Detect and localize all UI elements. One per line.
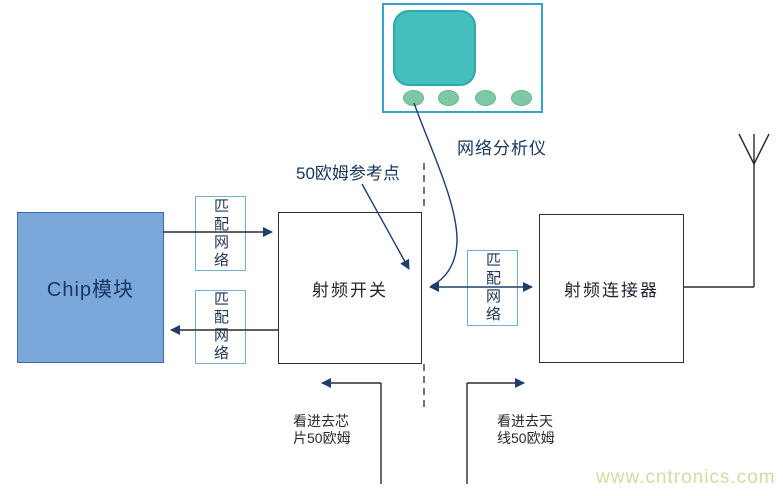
analyzer-button-icon <box>403 90 424 106</box>
rf-switch-box: 射频开关 <box>278 212 422 364</box>
antenna-icon <box>683 133 770 288</box>
matching-network-label: 匹配网络 <box>212 197 229 270</box>
chip-module-box: Chip模块 <box>17 212 164 363</box>
look-into-chip-label: 看进去芯片50欧姆 <box>293 413 351 446</box>
chip-module-label: Chip模块 <box>46 279 135 301</box>
look-into-antenna-label: 看进去天线50欧姆 <box>497 413 555 446</box>
network-analyzer <box>382 3 543 113</box>
analyzer-button-icon <box>511 90 532 106</box>
matching-network-box-right: 匹配网络 <box>467 250 518 326</box>
analyzer-screen-icon <box>393 10 476 86</box>
rf-connector-label: 射频连接器 <box>564 281 659 300</box>
analyzer-button-icon <box>475 90 496 106</box>
matching-network-label: 匹配网络 <box>212 291 229 363</box>
matching-network-box-top: 匹配网络 <box>195 196 246 271</box>
antenna-arm-left <box>738 133 755 165</box>
rf-switch-label: 射频开关 <box>312 280 388 300</box>
antenna-arm-right <box>753 133 770 165</box>
network-analyzer-label: 网络分析仪 <box>457 139 547 158</box>
reference-point-label: 50欧姆参考点 <box>296 164 400 183</box>
analyzer-button-icon <box>438 90 459 106</box>
matching-network-label: 匹配网络 <box>484 252 501 324</box>
rf-connector-box: 射频连接器 <box>539 214 684 363</box>
watermark: www.cntronics.com <box>596 467 776 488</box>
matching-network-box-bottom: 匹配网络 <box>195 290 246 364</box>
